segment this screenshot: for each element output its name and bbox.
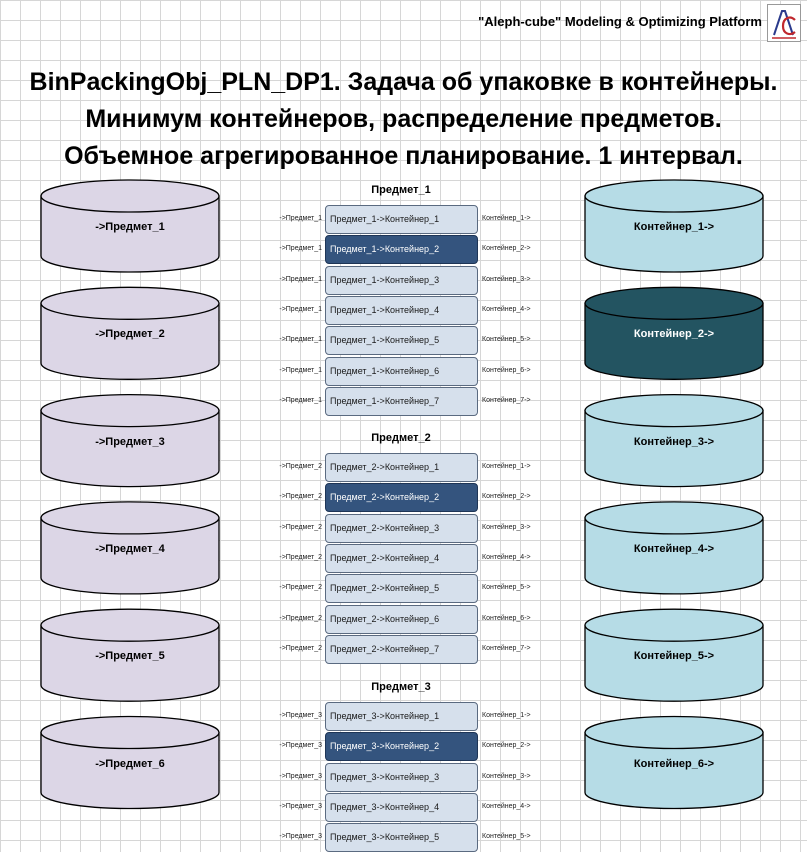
output-port-label: Контейнер_1-> (482, 712, 531, 719)
container-cylinder-6[interactable] (584, 715, 764, 810)
output-port-label: Контейнер_1-> (482, 215, 531, 222)
group-title-2: Предмет_2 (371, 432, 431, 444)
output-port-label: Контейнер_7-> (482, 644, 531, 652)
assignment-box[interactable]: Предмет_3->Контейнер_4 (325, 792, 478, 822)
assignment-box[interactable]: Предмет_2->Контейнер_5 (325, 574, 478, 604)
assignment-box[interactable]: Предмет_1->Контейнер_5 (325, 326, 478, 356)
item-cylinder-4-label: ->Предмет_4 (95, 542, 165, 555)
item-cylinder-1[interactable] (40, 179, 220, 273)
item-cylinder-6-label: ->Предмет_6 (95, 757, 165, 770)
item-cylinder-2-label: ->Предмет_2 (95, 328, 165, 341)
assignment-box[interactable]: Предмет_3->Контейнер_3 (325, 762, 478, 792)
input-port-label: ->Предмет_3 (279, 712, 322, 719)
assignment-box[interactable]: Предмет_2->Контейнер_1 (325, 453, 478, 482)
output-port-label: Контейнер_6-> (482, 366, 531, 374)
input-port-label: ->Предмет_2 (279, 553, 322, 561)
container-cylinder-3-label: Контейнер_3-> (633, 435, 715, 448)
input-port-label: ->Предмет_3 (279, 772, 322, 780)
item-cylinder-4[interactable] (40, 501, 220, 595)
input-port-label: ->Предмет_2 (279, 493, 322, 501)
input-port-label: ->Предмет_1 (279, 396, 322, 404)
assignment-box[interactable]: Предмет_1->Контейнер_3 (325, 265, 478, 295)
container-cylinder-4[interactable] (584, 501, 764, 595)
container-cylinder-5-label: Контейнер_5-> (633, 650, 715, 663)
assignment-box[interactable]: Предмет_3->Контейнер_5 (325, 823, 478, 852)
output-port-label: Контейнер_2-> (482, 493, 531, 501)
assignment-box[interactable]: Предмет_2->Контейнер_3 (325, 513, 478, 543)
item-cylinder-5[interactable] (40, 608, 220, 702)
assignment-box[interactable]: Предмет_2->Контейнер_7 (325, 634, 478, 664)
output-port-label: Контейнер_1-> (482, 463, 531, 470)
output-port-label: Контейнер_4-> (482, 802, 531, 810)
page-title: BinPackingObj_PLN_DP1. Задача об упаковк… (0, 64, 807, 175)
assignment-box[interactable]: Предмет_1->Контейнер_4 (325, 295, 478, 325)
item-cylinder-6[interactable] (40, 715, 220, 810)
item-cylinder-5-label: ->Предмет_5 (95, 650, 165, 663)
container-cylinder-4-label: Контейнер_4-> (633, 542, 715, 555)
item-cylinder-2[interactable] (40, 286, 220, 380)
assignment-box[interactable]: Предмет_1->Контейнер_7 (325, 386, 478, 416)
output-port-label: Контейнер_3-> (482, 275, 531, 283)
container-cylinder-2-label: Контейнер_2-> (633, 328, 715, 341)
title-line-3: Объемное агрегированное планирование. 1 … (64, 142, 743, 170)
title-line-2: Минимум контейнеров, распределение предм… (85, 105, 722, 133)
input-port-label: ->Предмет_3 (279, 833, 322, 841)
input-port-label: ->Предмет_3 (279, 742, 322, 750)
input-port-label: ->Предмет_1 (279, 245, 322, 253)
output-port-label: Контейнер_2-> (482, 245, 531, 253)
input-port-label: ->Предмет_1 (279, 366, 322, 374)
output-port-label: Контейнер_4-> (482, 553, 531, 561)
input-port-label: ->Предмет_1 (279, 275, 322, 283)
input-port-label: ->Предмет_2 (279, 614, 322, 622)
output-port-label: Контейнер_5-> (482, 336, 531, 344)
assignment-box[interactable]: Предмет_2->Контейнер_2 (325, 483, 478, 513)
group-title-3: Предмет_3 (371, 681, 431, 693)
output-port-label: Контейнер_5-> (482, 584, 531, 592)
item-cylinder-3[interactable] (40, 393, 220, 488)
output-port-label: Контейнер_3-> (482, 523, 531, 531)
output-port-label: Контейнер_3-> (482, 772, 531, 780)
container-cylinder-1-label: Контейнер_1-> (633, 221, 715, 233)
assignment-box[interactable]: Предмет_1->Контейнер_6 (325, 356, 478, 386)
assignment-box[interactable]: Предмет_3->Контейнер_2 (325, 732, 478, 762)
container-cylinder-1[interactable] (584, 179, 764, 273)
input-port-label: ->Предмет_1 (279, 305, 322, 313)
assignment-box[interactable]: Предмет_2->Контейнер_6 (325, 604, 478, 634)
container-cylinder-6-label: Контейнер_6-> (633, 757, 715, 770)
assignment-box[interactable]: Предмет_1->Контейнер_2 (325, 235, 478, 265)
assignment-box[interactable]: Предмет_3->Контейнер_1 (325, 702, 478, 731)
input-port-label: ->Предмет_2 (279, 644, 322, 652)
cylinder-layer (40, 179, 764, 810)
input-port-label: ->Предмет_1 (279, 336, 322, 344)
input-port-label: ->Предмет_2 (279, 463, 322, 470)
input-port-label: ->Предмет_1 (279, 215, 322, 222)
item-cylinder-1-label: ->Предмет_1 (95, 221, 165, 233)
container-cylinder-2[interactable] (584, 286, 764, 380)
output-port-label: Контейнер_2-> (482, 742, 531, 750)
input-port-label: ->Предмет_2 (279, 584, 322, 592)
title-line-1: BinPackingObj_PLN_DP1. Задача об упаковк… (29, 68, 778, 96)
container-cylinder-3[interactable] (584, 393, 764, 488)
output-port-label: Контейнер_6-> (482, 614, 531, 622)
output-port-label: Контейнер_7-> (482, 396, 531, 404)
output-port-label: Контейнер_5-> (482, 833, 531, 841)
group-title-1: Предмет_1 (371, 184, 431, 196)
platform-name: "Aleph-cube" Modeling & Optimizing Platf… (478, 14, 762, 29)
item-cylinder-3-label: ->Предмет_3 (95, 435, 165, 448)
output-port-label: Контейнер_4-> (482, 305, 531, 313)
container-cylinder-5[interactable] (584, 608, 764, 702)
input-port-label: ->Предмет_2 (279, 523, 322, 531)
aleph-cube-logo (767, 4, 801, 42)
assignment-box[interactable]: Предмет_1->Контейнер_1 (325, 205, 478, 234)
input-port-label: ->Предмет_3 (279, 802, 322, 810)
assignment-box[interactable]: Предмет_2->Контейнер_4 (325, 543, 478, 573)
